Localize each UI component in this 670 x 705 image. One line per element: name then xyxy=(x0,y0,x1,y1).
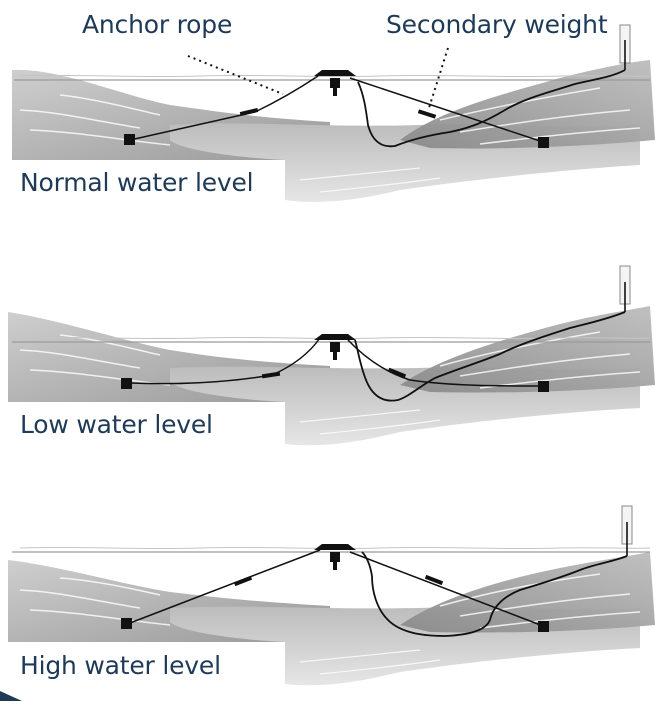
corner-accent xyxy=(0,691,22,701)
secondary-weight-right xyxy=(387,367,407,379)
anchor-rope-right xyxy=(347,339,544,387)
secondary-weight-left xyxy=(233,575,253,587)
panel-low xyxy=(8,265,655,448)
water-surface-wave xyxy=(19,336,651,340)
anchor-left xyxy=(124,134,135,145)
label-plate xyxy=(8,402,285,448)
label-plate xyxy=(12,160,285,205)
water-surface-wave xyxy=(19,74,651,78)
terrain xyxy=(12,60,655,202)
anchor-left xyxy=(121,378,132,389)
anchor-rope-left-upper xyxy=(254,75,319,113)
anchor-left xyxy=(121,618,132,629)
shore-cable xyxy=(354,311,626,402)
panel-label-normal: Normal water level xyxy=(20,168,254,197)
secondary-weight-left xyxy=(239,108,259,116)
buoy xyxy=(314,334,356,360)
shore-cable xyxy=(357,69,626,148)
secondary-weight-right xyxy=(424,574,444,586)
buoy xyxy=(314,70,356,96)
panel-label-low: Low water level xyxy=(20,410,213,439)
callout-anchor-rope: Anchor rope xyxy=(82,10,233,39)
terrain xyxy=(8,552,655,686)
panel-label-high: High water level xyxy=(20,651,221,680)
water-surface-wave xyxy=(19,546,651,550)
callout-line-anchor xyxy=(187,55,284,95)
anchor-right xyxy=(538,621,549,632)
secondary-weight-right xyxy=(417,109,437,119)
callout-secondary-weight: Secondary weight xyxy=(386,10,608,39)
shore-cable xyxy=(361,551,628,637)
anchor-rope-left xyxy=(129,374,273,385)
label-plate xyxy=(8,642,285,695)
anchor-right xyxy=(538,137,549,148)
secondary-weight-left xyxy=(261,371,281,379)
panel-high xyxy=(8,505,655,695)
anchor-rope-left xyxy=(129,549,321,624)
anchor-rope-right xyxy=(349,551,544,627)
anchor-right xyxy=(538,381,549,392)
anchor-rope-left xyxy=(129,111,256,141)
panel-normal xyxy=(12,24,655,205)
anchor-rope-right xyxy=(349,77,544,143)
callout-line-weight xyxy=(427,47,449,112)
buoy xyxy=(314,544,356,570)
